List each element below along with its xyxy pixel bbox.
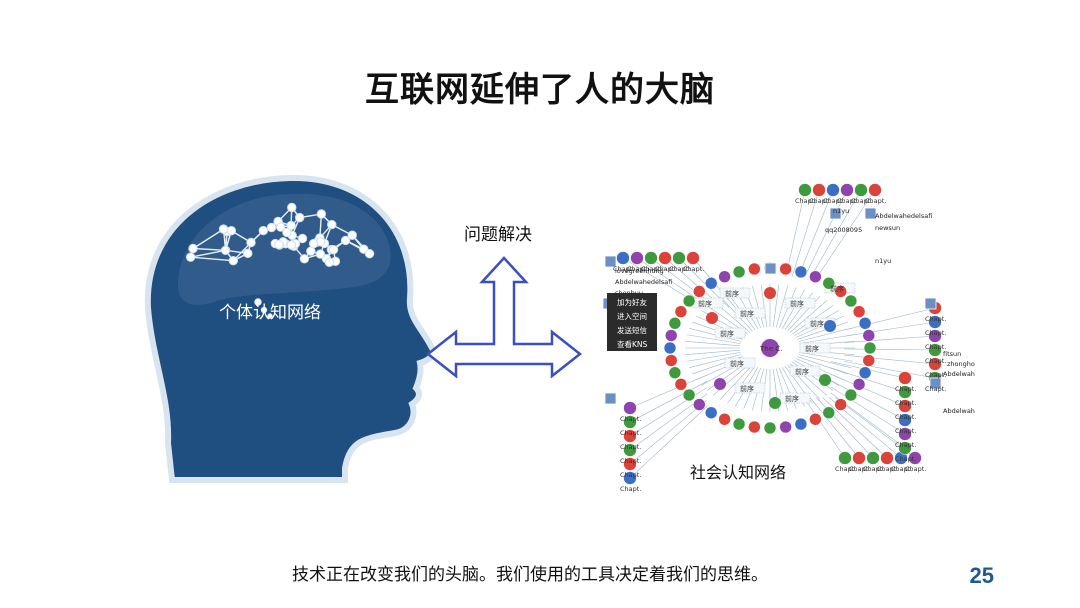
svg-text:Chapt.: Chapt.: [865, 197, 886, 205]
svg-text:Chapt.: Chapt.: [620, 429, 641, 437]
brain-network: [185, 202, 375, 319]
svg-text:前序: 前序: [795, 367, 809, 376]
svg-text:Chapt.: Chapt.: [795, 197, 816, 205]
arrow-label-box: 问题解决: [464, 225, 532, 245]
svg-text:Chapt.: Chapt.: [925, 357, 946, 365]
svg-text:Chapt.: Chapt.: [895, 427, 916, 435]
svg-text:Chapt.: Chapt.: [613, 265, 634, 273]
svg-text:Chapt.: Chapt.: [620, 415, 641, 423]
svg-text:Chapt.: Chapt.: [895, 385, 916, 393]
svg-text:前序: 前序: [810, 319, 824, 328]
svg-text:Chapt.: Chapt.: [620, 485, 641, 493]
svg-text:Abdelwahedelsafi: Abdelwahedelsafi: [943, 370, 975, 378]
svg-text:Chapt.: Chapt.: [895, 455, 916, 463]
svg-text:Chapt.: Chapt.: [627, 265, 648, 273]
menu-item-add-friend: 加为好友: [617, 297, 647, 307]
head-label: 个体认知网络: [219, 303, 321, 323]
svg-text:前序: 前序: [698, 299, 712, 308]
slide-title: 互联网延伸了人的大脑: [365, 70, 715, 110]
svg-text:Chapt.: Chapt.: [809, 197, 830, 205]
svg-text:Chapt.: Chapt.: [683, 265, 704, 273]
page-number: 25: [969, 563, 994, 588]
three-way-arrow: [425, 256, 583, 379]
svg-text:n1yu: n1yu: [833, 207, 849, 215]
svg-text:Chapt.: Chapt.: [925, 371, 946, 379]
context-menu: 加为好友 进入空间 发送短信 查看KNS: [607, 293, 657, 351]
svg-text:Chapt.: Chapt.: [620, 443, 641, 451]
svg-text:Abdelwahedelsafi: Abdelwahedelsafi: [875, 212, 932, 220]
svg-text:zhonghongyuan: zhonghongyuan: [947, 360, 975, 368]
svg-text:Chapt.: Chapt.: [620, 471, 641, 479]
svg-text:Chapt.: Chapt.: [620, 457, 641, 465]
svg-text:newsun: newsun: [875, 224, 900, 232]
svg-text:前序: 前序: [830, 284, 844, 293]
svg-text:Chapt.: Chapt.: [925, 315, 946, 323]
svg-text:Chapt.: Chapt.: [851, 197, 872, 205]
svg-text:Chapt.: Chapt.: [669, 265, 690, 273]
svg-text:Abdelwahedelsafi: Abdelwahedelsafi: [615, 278, 672, 286]
menu-item-view-kns: 查看KNS: [617, 339, 648, 349]
svg-text:Chapt.: Chapt.: [895, 399, 916, 407]
svg-text:Chapt.: Chapt.: [925, 385, 946, 393]
network-label: 社会认知网络: [690, 463, 786, 482]
svg-text:qq2008095: qq2008095: [825, 226, 862, 234]
svg-text:Chapt.: Chapt.: [925, 329, 946, 337]
svg-text:前序: 前序: [790, 299, 804, 308]
svg-text:Chapt.: Chapt.: [925, 343, 946, 351]
svg-text:Chapt.: Chapt.: [895, 413, 916, 421]
svg-text:Chapt.: Chapt.: [877, 465, 898, 473]
svg-text:前序: 前序: [740, 384, 754, 393]
svg-text:Chapt.: Chapt.: [863, 465, 884, 473]
svg-text:前序: 前序: [740, 309, 754, 318]
svg-text:Chapt.: Chapt.: [849, 465, 870, 473]
svg-text:Chapt.: Chapt.: [837, 197, 858, 205]
svg-text:Chapt.: Chapt.: [895, 441, 916, 449]
svg-text:前序: 前序: [805, 344, 819, 353]
menu-item-enter-space: 进入空间: [617, 311, 647, 321]
menu-item-send-message: 发送短信: [617, 325, 647, 335]
svg-text:Chapt.: Chapt.: [905, 465, 926, 473]
svg-text:前序: 前序: [725, 289, 739, 298]
svg-text:lovegreenhong: lovegreenhong: [615, 267, 664, 275]
svg-text:前序: 前序: [730, 359, 744, 368]
svg-text:fitsun: fitsun: [943, 350, 961, 358]
svg-text:Chapt.: Chapt.: [835, 465, 856, 473]
svg-text:Chapt.: Chapt.: [891, 465, 912, 473]
svg-text:前序: 前序: [720, 329, 734, 338]
head-illustration: 个体认知网络: [144, 174, 437, 483]
footer-caption: 技术正在改变我们的头脑。我们使用的工具决定着我们的思维。: [292, 565, 768, 585]
svg-text:前序: 前序: [785, 394, 799, 403]
svg-text:Chapt.: Chapt.: [823, 197, 844, 205]
arrow-label: 问题解决: [464, 225, 532, 245]
svg-text:Chapt.: Chapt.: [655, 265, 676, 273]
svg-text:The C.: The C.: [759, 345, 782, 353]
svg-text:Abdelwahedelsafi: Abdelwahedelsafi: [943, 407, 975, 415]
svg-text:Chapt.: Chapt.: [641, 265, 662, 273]
svg-text:n1yu: n1yu: [875, 257, 891, 265]
